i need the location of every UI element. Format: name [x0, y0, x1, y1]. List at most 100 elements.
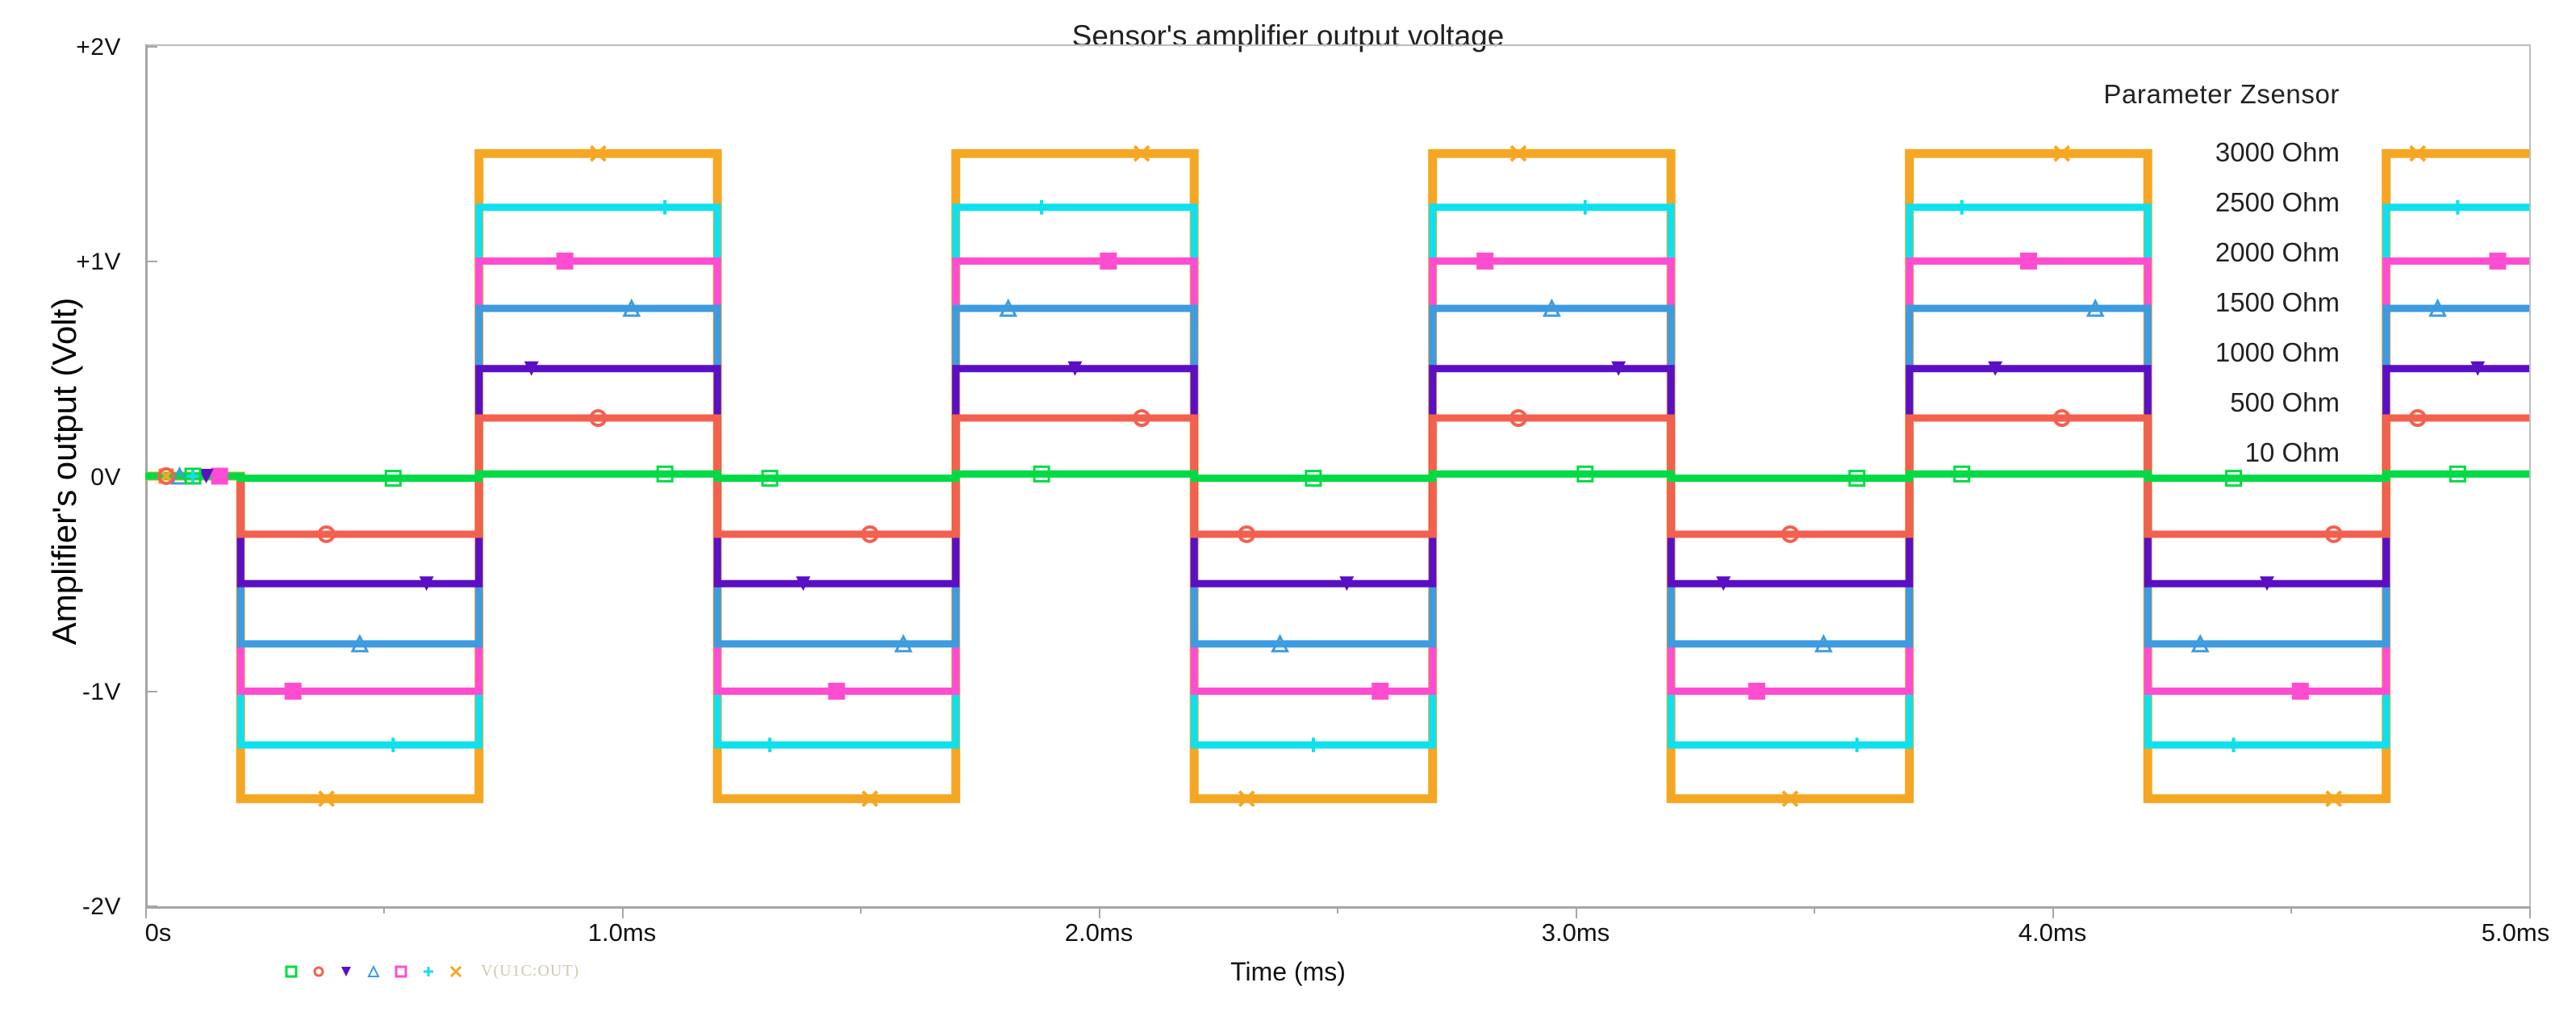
trace-marker-plus-icon	[658, 199, 673, 215]
trace-marker-triangle-up-icon	[1543, 298, 1561, 317]
legend-item-1500-ohm: 1500 Ohm	[2215, 287, 2340, 317]
trace-marker-square-icon	[1100, 253, 1117, 270]
trace-marker-x-icon	[2409, 144, 2427, 162]
trace-marker-x-icon	[318, 790, 335, 808]
x-tick-label-3ms: 3.0ms	[1541, 918, 1610, 947]
trace-marker-plus-icon	[1849, 738, 1864, 753]
trace-marker-square-icon	[828, 683, 845, 700]
trace-marker-circle-icon	[317, 525, 336, 543]
y-tick-mark	[146, 46, 157, 48]
legend-item-2000-ohm: 2000 Ohm	[2215, 237, 2340, 267]
x-tick-mark	[383, 906, 385, 914]
trace-marker-circle-icon	[2052, 409, 2071, 428]
x-tick-label-2ms: 2.0ms	[1064, 918, 1134, 947]
x-tick-label-0s: 0s	[144, 918, 172, 947]
trace-marker-plus-icon	[762, 738, 778, 753]
trace-marker-triangle-down-icon	[1339, 576, 1355, 592]
trace-marker-triangle-up-icon	[170, 466, 189, 485]
trace-marker-plus-icon	[2450, 199, 2465, 215]
plot-top-border	[145, 44, 2531, 46]
x-axis-title: Time (ms)	[1230, 957, 1346, 986]
parameter-legend: Parameter Zsensor 3000 Ohm 2500 Ohm 2000…	[1856, 79, 2340, 478]
trace-marker-x-icon	[1238, 790, 1255, 808]
trace-marker-triangle-up-icon	[894, 633, 913, 653]
x-tick-mark	[1576, 906, 1577, 918]
trace-marker-triangle-up-icon	[2190, 633, 2210, 653]
trace-marker-circle-icon	[157, 467, 176, 485]
trace-marker-circle-icon	[589, 409, 607, 428]
legend-marker-x-icon	[449, 964, 463, 979]
trace-marker-square-open-icon	[1953, 465, 1971, 483]
trace-marker-x-icon	[2325, 790, 2343, 808]
x-tick-mark	[2290, 906, 2292, 914]
trace-marker-circle-icon	[2324, 525, 2343, 543]
x-tick-mark	[622, 906, 624, 918]
trace-marker-triangle-up-icon	[622, 298, 641, 317]
trace-legend-label: V(U1C:OUT)	[481, 962, 580, 980]
trace-marker-plus-icon	[1305, 738, 1321, 753]
trace-marker-circle-icon	[1238, 525, 1256, 543]
trace-marker-circle-icon	[1781, 525, 1799, 543]
y-tick-label-0v: 0V	[90, 464, 121, 491]
trace-marker-square-icon	[2291, 683, 2309, 700]
legend-marker-triangle-up-icon	[366, 964, 381, 979]
trace-marker-plus-icon	[1034, 199, 1050, 215]
trace-marker-square-open-icon	[1848, 470, 1866, 487]
trace-marker-square-open-icon	[656, 465, 674, 483]
legend-item-2500-ohm: 2500 Ohm	[2215, 187, 2340, 217]
trace-marker-circle-icon	[1509, 409, 1528, 428]
trace-marker-square-icon	[2019, 253, 2037, 270]
trace-marker-x-icon	[590, 144, 607, 162]
trace-marker-triangle-down-icon	[1988, 361, 2003, 376]
trace-marker-plus-icon	[386, 738, 401, 753]
plot-right-border	[2529, 44, 2531, 908]
trace-marker-triangle-down-icon	[419, 576, 434, 592]
x-tick-label-5ms: 5.0ms	[2481, 918, 2550, 947]
trace-marker-x-icon	[2053, 144, 2071, 162]
y-tick-label-1v: +1V	[76, 249, 121, 275]
trace-marker-square-open-icon	[1576, 465, 1594, 483]
y-tick-label-neg2v: -2V	[81, 893, 121, 920]
trace-marker-plus-icon	[2226, 738, 2241, 753]
legend-marker-square-icon	[394, 964, 408, 979]
trace-marker-triangle-down-icon	[2259, 576, 2274, 592]
trace-marker-triangle-up-icon	[1814, 633, 1833, 653]
y-tick-mark	[146, 691, 157, 692]
trace-marker-square-icon	[1748, 683, 1766, 700]
trace-marker-triangle-up-icon	[1271, 633, 1290, 653]
parameter-legend-title: Parameter Zsensor	[2103, 79, 2340, 109]
trace-marker-x-icon	[1509, 144, 1527, 162]
legend-marker-square-open-icon	[284, 964, 299, 979]
trace-marker-square-icon	[1372, 683, 1389, 700]
x-tick-mark	[2529, 906, 2531, 918]
legend-marker-plus-icon	[421, 964, 436, 979]
trace-marker-square-icon	[211, 467, 228, 485]
trace-marker-plus-icon	[1954, 199, 1969, 215]
trace-marker-triangle-down-icon	[795, 576, 811, 592]
x-tick-mark	[2052, 906, 2054, 918]
trace-marker-square-open-icon	[761, 470, 779, 487]
x-tick-mark	[1814, 906, 1815, 914]
trace-marker-square-open-icon	[1305, 470, 1322, 487]
trace-marker-triangle-down-icon	[524, 361, 539, 376]
chart-title: Sensor's amplifier output voltage	[1071, 19, 1505, 52]
x-tick-mark	[145, 906, 147, 918]
trace-marker-triangle-down-icon	[1716, 576, 1731, 592]
y-tick-mark	[146, 905, 157, 907]
legend-marker-circle-icon	[311, 964, 326, 979]
y-tick-label-neg1v: -1V	[81, 679, 121, 705]
trace-marker-square-icon	[2489, 253, 2507, 270]
legend-item-3000-ohm: 3000 Ohm	[2215, 137, 2340, 167]
trace-marker-plus-icon	[1577, 199, 1593, 215]
trace-marker-plus-icon	[186, 469, 201, 483]
x-tick-mark	[860, 906, 862, 914]
trace-marker-triangle-down-icon	[198, 469, 214, 483]
legend-item-10-ohm: 10 Ohm	[2244, 437, 2340, 467]
trace-marker-x-icon	[1133, 144, 1150, 162]
trace-marker-square-open-icon	[2449, 465, 2466, 483]
trace-marker-square-open-icon	[384, 470, 402, 487]
trace-marker-triangle-down-icon	[2470, 361, 2486, 376]
trace-marker-square-open-icon	[1033, 465, 1050, 483]
legend-item-1000-ohm: 1000 Ohm	[2215, 337, 2340, 367]
trace-marker-triangle-up-icon	[350, 633, 369, 653]
